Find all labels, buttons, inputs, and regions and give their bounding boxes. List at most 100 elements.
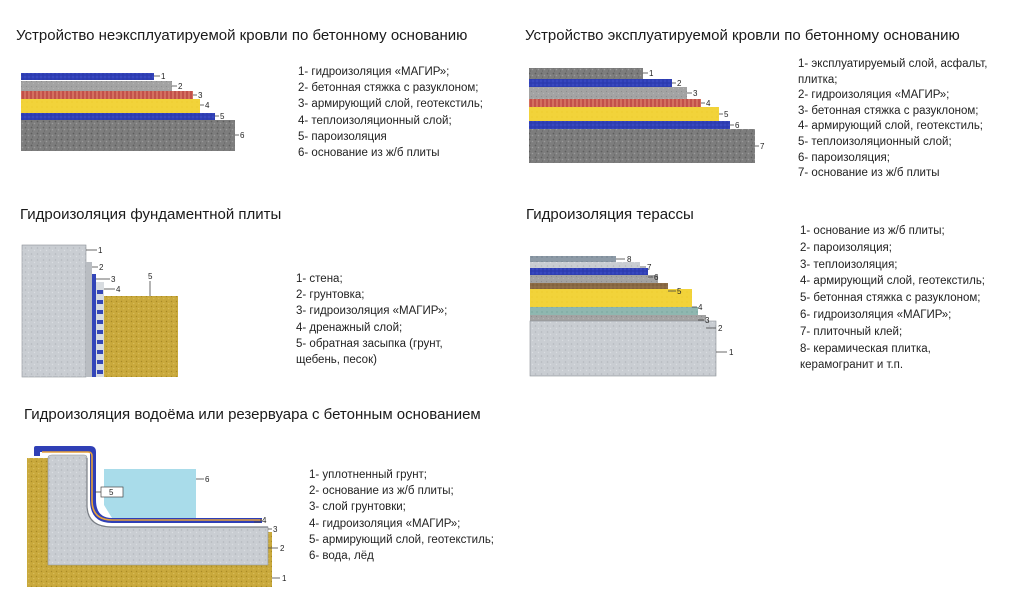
callout-number: 1: [649, 69, 654, 78]
callout-number: 3: [198, 91, 203, 100]
callout-number: 1: [98, 246, 103, 255]
callout-number: 5: [220, 112, 225, 121]
legend-item: 3- армирующий слой, геотекстиль;: [298, 98, 483, 111]
callout-number: 1: [282, 574, 287, 583]
layer-vapor-barrier: [530, 307, 698, 315]
legend-item: 6- основание из ж/б плиты: [298, 147, 440, 160]
callout-number: 6: [240, 131, 245, 140]
primer-layer: [86, 458, 268, 528]
legend-item: 8- керамическая плитка,: [800, 342, 931, 355]
layer-geotextile: [529, 99, 701, 107]
legend-item: 4- гидроизоляция «МАГИР»;: [309, 517, 461, 530]
legend-item: 2- гидроизоляция «МАГИР»;: [798, 89, 950, 102]
legend-item: 3- слой грунтовки;: [309, 501, 406, 514]
legend-item: 4- армирующий слой, геотекстиль;: [798, 120, 983, 133]
layer-tile-adhesive: [530, 262, 640, 268]
callout-number: 8: [627, 255, 632, 264]
legend-terrace: 1- основание из ж/б плиты; 2- пароизоляц…: [800, 223, 985, 374]
section-title-unexploited-roof: Устройство неэксплуатируемой кровли по б…: [16, 27, 468, 44]
geotextile-layer: [42, 451, 262, 521]
callout-number: 5: [148, 272, 153, 281]
layer-insulation: [529, 107, 719, 121]
legend-item: 3- бетонная стяжка с разуклоном;: [798, 104, 979, 117]
diagram-reservoir: 5 6 4 3 2 1: [27, 446, 287, 587]
callout-number: 7: [760, 142, 765, 151]
legend-item: 2- основание из ж/б плиты;: [309, 485, 454, 498]
callout-number: 3: [273, 525, 278, 534]
section-title-terrace: Гидроизоляция терассы: [526, 206, 694, 223]
layer-concrete-base: [529, 129, 755, 163]
diagram-foundation-slab: 1 2 3 4 5: [21, 244, 178, 378]
callout-number: 1: [161, 72, 166, 81]
legend-item: 6- вода, лёд: [309, 550, 374, 563]
section-title-reservoir: Гидроизоляция водоёма или резервуара с б…: [24, 406, 481, 423]
diagram-unexploited-roof: 1 2 3 4 5 6: [21, 72, 245, 151]
legend-item: 6- гидроизоляция «МАГИР»;: [800, 308, 952, 321]
callout-number: 2: [677, 79, 682, 88]
layer-asphalt: [529, 68, 643, 79]
legend-item: 3- гидроизоляция «МАГИР»;: [296, 305, 448, 318]
legend-item: 2- грунтовка;: [296, 289, 365, 302]
legend-item: 1- уплотненный грунт;: [309, 469, 428, 481]
layer-screed: [530, 275, 658, 283]
legend-item: плитка;: [798, 73, 838, 86]
legend-item: 1- стена;: [296, 273, 343, 285]
legend-item: 4- теплоизоляционный слой;: [298, 114, 452, 127]
callout-number: 4: [205, 101, 210, 110]
legend-item: 1- эксплуатируемый слой, асфальт,: [798, 58, 988, 70]
legend-reservoir: 1- уплотненный грунт; 2- основание из ж/…: [309, 467, 494, 564]
legend-item: 5- обратная засыпка (грунт,: [296, 337, 443, 350]
callout-number: 4: [116, 285, 121, 294]
callout-number: 2: [178, 82, 183, 91]
layer-magir: [529, 79, 672, 87]
magir-membrane: [92, 274, 96, 377]
legend-unexploited-roof: 1- гидроизоляция «МАГИР»; 2- бетонная ст…: [298, 64, 483, 161]
water: [104, 469, 196, 518]
legend-item: 3- теплоизоляция;: [800, 258, 898, 271]
legend-item: 2- пароизоляция;: [800, 241, 892, 254]
legend-item: 4- армирующий слой, геотекстиль;: [800, 275, 985, 288]
callout-number: 6: [735, 121, 740, 130]
primer: [86, 262, 92, 377]
callout-number: 5: [109, 488, 114, 497]
callout-number: 7: [647, 263, 652, 272]
layer-concrete-slab: [529, 320, 717, 377]
legend-exploited-roof: 1- эксплуатируемый слой, асфальт, плитка…: [798, 57, 987, 182]
callout-number: 5: [677, 287, 682, 296]
drainage-layer: [96, 282, 104, 377]
layer-geotextile: [530, 283, 668, 289]
callout-number: 6: [205, 475, 210, 484]
layer-vapor-barrier: [21, 113, 215, 120]
section-title-exploited-roof: Устройство эксплуатируемой кровли по бет…: [525, 27, 960, 44]
backfill: [104, 296, 178, 377]
layer-screed: [21, 81, 172, 91]
callout-number: 2: [99, 263, 104, 272]
section-title-foundation-slab: Гидроизоляция фундаментной плиты: [20, 206, 282, 223]
callout-number: 4: [262, 516, 267, 525]
layer-magir: [21, 73, 154, 80]
legend-item: 5- пароизоляция: [298, 130, 387, 143]
legend-item: 5- армирующий слой, геотекстиль;: [309, 533, 494, 546]
layer-concrete-base: [21, 120, 235, 151]
legend-item: 1- основание из ж/б плиты;: [800, 225, 945, 237]
legend-item: щебень, песок): [296, 354, 377, 367]
wall: [21, 244, 87, 378]
legend-item: 7- плиточный клей;: [800, 325, 903, 338]
callout-number: 2: [718, 324, 723, 333]
callout-number: 6: [654, 273, 659, 282]
layer-vapor-barrier: [529, 121, 730, 129]
callout-number: 3: [693, 89, 698, 98]
layer-magir: [530, 268, 648, 275]
callout-number: 2: [280, 544, 285, 553]
callout-number: 4: [698, 303, 703, 312]
layer-ceramic-tile: [530, 256, 616, 262]
legend-item: 7- основание из ж/б плиты: [798, 167, 940, 180]
callout-number: 5: [724, 110, 729, 119]
legend-item: 4- дренажный слой;: [296, 321, 403, 334]
diagram-exploited-roof: 1 2 3 4 5 6 7: [529, 68, 765, 163]
callout-number: 3: [705, 316, 710, 325]
layer-base-top: [530, 315, 706, 321]
legend-item: 5- теплоизоляционный слой;: [798, 135, 952, 148]
layer-insulation: [21, 99, 200, 113]
